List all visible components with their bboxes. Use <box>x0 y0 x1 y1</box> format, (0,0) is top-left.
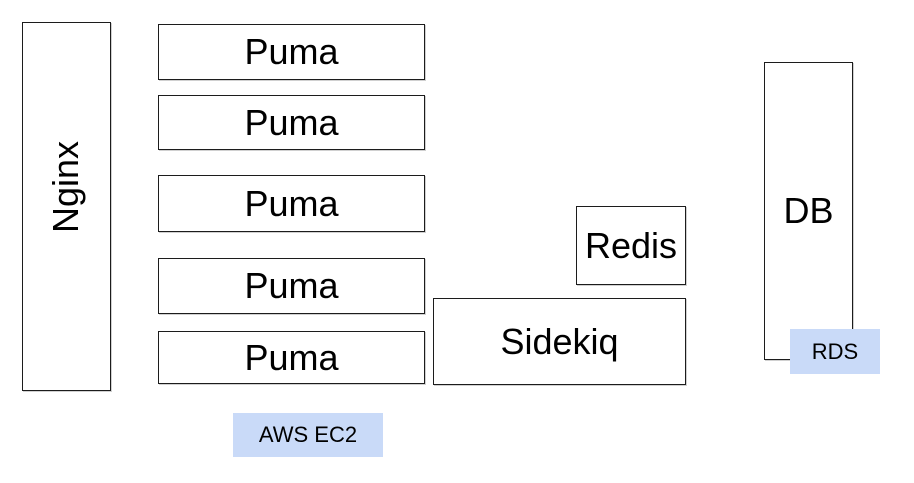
db-label: DB <box>783 190 834 231</box>
puma-label: Puma <box>244 265 339 306</box>
rds-label-text: RDS <box>811 338 859 364</box>
rds-label: RDS <box>790 329 880 374</box>
puma-box-4: Puma <box>158 258 425 314</box>
puma-label: Puma <box>244 336 339 378</box>
puma-box-3: Puma <box>158 175 425 232</box>
puma-box-5: Puma <box>158 331 425 384</box>
aws-ec2-label-text: AWS EC2 <box>258 422 358 447</box>
puma-box-2: Puma <box>158 95 425 150</box>
nginx-box: Nginx <box>22 22 111 391</box>
redis-box: Redis <box>576 206 686 285</box>
redis-label: Redis <box>584 224 678 266</box>
puma-label: Puma <box>244 31 339 72</box>
puma-box-1: Puma <box>158 24 425 80</box>
db-box: DB <box>764 62 853 360</box>
puma-label: Puma <box>244 101 339 143</box>
sidekiq-label: Sidekiq <box>500 320 619 362</box>
puma-label: Puma <box>244 182 339 224</box>
sidekiq-box: Sidekiq <box>433 298 686 385</box>
nginx-label: Nginx <box>45 140 87 233</box>
aws-ec2-label: AWS EC2 <box>233 413 383 457</box>
